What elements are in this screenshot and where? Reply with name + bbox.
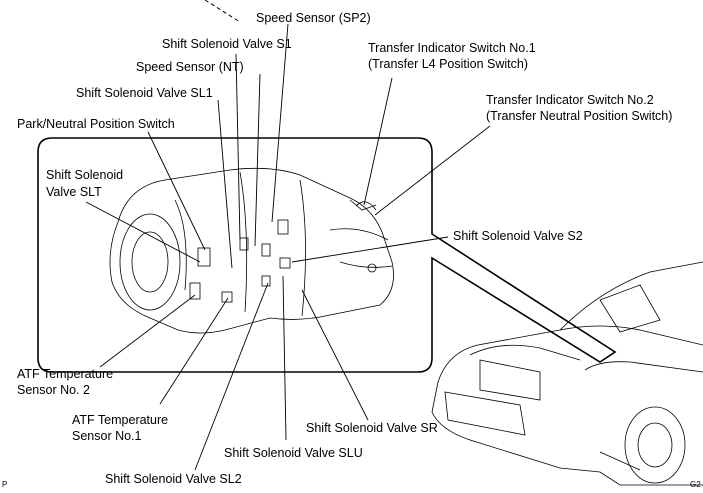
inset-frame [37,137,617,373]
corner-mark-right: G2 [690,480,701,489]
top-dashed-line [204,0,241,23]
label-speed-sensor-nt: Speed Sensor (NT) [136,60,244,74]
vehicle-sketch [431,261,703,486]
leader-lines [85,23,491,471]
label-shift-solenoid-slt-1: Shift Solenoid [46,168,124,182]
label-atf-temp-1b: Sensor No.1 [72,429,142,443]
label-shift-solenoid-slu: Shift Solenoid Valve SLU [224,446,363,460]
label-transfer-switch-1b: (Transfer L4 Position Switch) [368,57,529,71]
label-speed-sensor-sp2: Speed Sensor (SP2) [256,11,371,25]
label-transfer-switch-2a: Transfer Indicator Switch No.2 [486,93,654,107]
label-transfer-switch-2b: (Transfer Neutral Position Switch) [486,109,673,123]
label-shift-solenoid-slt-2: Valve SLT [46,185,102,199]
label-atf-temp-2b: Sensor No. 2 [17,383,90,397]
label-transfer-switch-1a: Transfer Indicator Switch No.1 [368,41,536,55]
corner-mark-left: P [2,480,8,489]
label-shift-solenoid-s1: Shift Solenoid Valve S1 [162,37,292,51]
label-park-neutral-switch: Park/Neutral Position Switch [17,117,175,131]
label-shift-solenoid-sl2: Shift Solenoid Valve SL2 [105,472,242,486]
transmission-sketch [109,167,394,334]
label-shift-solenoid-s2: Shift Solenoid Valve S2 [453,229,583,243]
label-shift-solenoid-sr: Shift Solenoid Valve SR [306,421,438,435]
label-shift-solenoid-sl1: Shift Solenoid Valve SL1 [76,86,213,100]
label-atf-temp-2a: ATF Temperature [17,367,114,381]
label-atf-temp-1a: ATF Temperature [72,413,169,427]
